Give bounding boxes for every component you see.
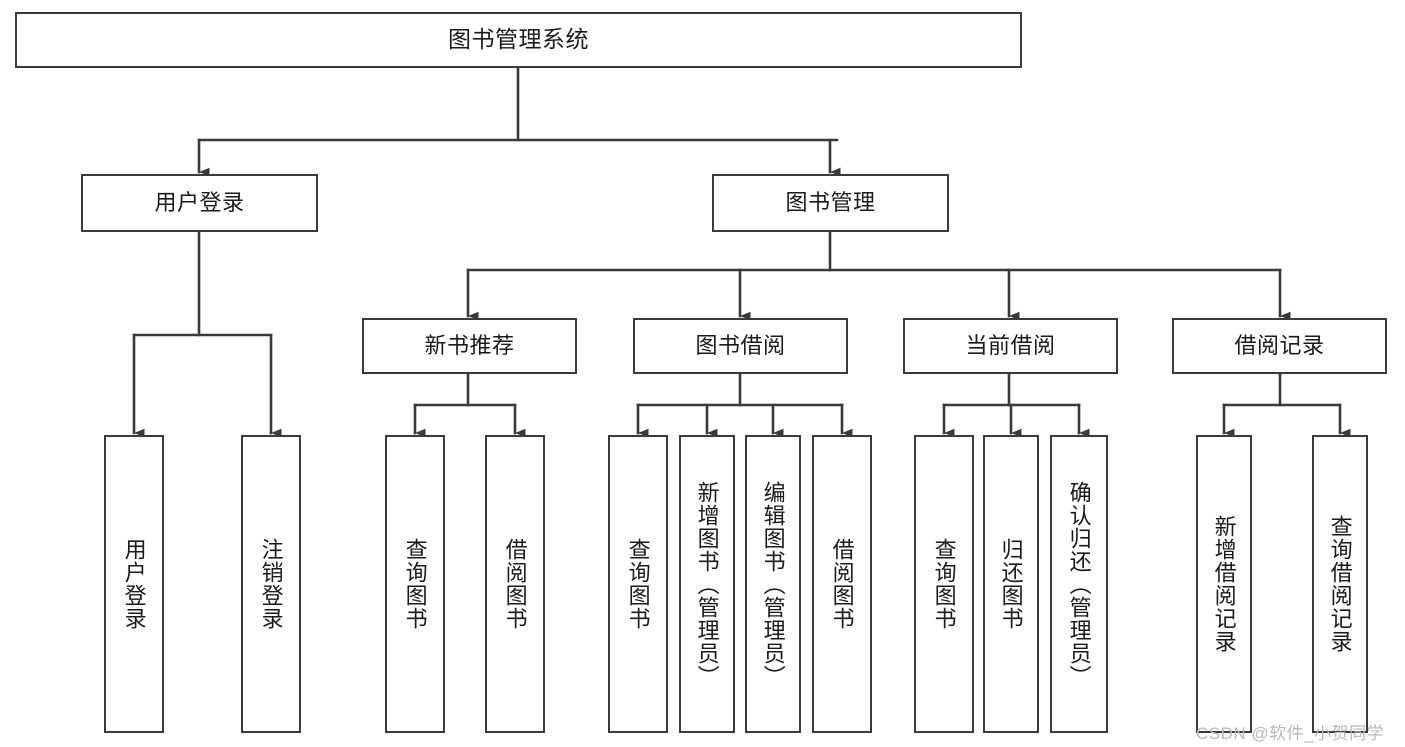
node-leaf-query-book-1-label: 查询图书 (402, 538, 428, 630)
node-root-label: 图书管理系统 (448, 26, 589, 53)
node-leaf-add-book[interactable]: 新增图书（管理员） (679, 435, 735, 733)
node-borrow-record[interactable]: 借阅记录 (1172, 318, 1387, 374)
node-leaf-add-record-label: 新增借阅记录 (1211, 515, 1237, 653)
node-leaf-return-book-label: 归还图书 (998, 538, 1024, 630)
node-book-borrow[interactable]: 图书借阅 (633, 318, 848, 374)
node-user-login[interactable]: 用户登录 (81, 174, 318, 232)
node-leaf-user-logout-label: 注销登录 (258, 538, 284, 630)
node-book-manage-label: 图书管理 (785, 190, 876, 216)
node-leaf-user-logout[interactable]: 注销登录 (241, 435, 301, 733)
node-leaf-borrow-book-2-label: 借阅图书 (829, 538, 855, 630)
node-leaf-query-book-2[interactable]: 查询图书 (608, 435, 668, 733)
node-leaf-user-login[interactable]: 用户登录 (104, 435, 164, 733)
node-user-login-label: 用户登录 (154, 190, 245, 216)
node-leaf-query-record-label: 查询借阅记录 (1327, 515, 1353, 653)
node-leaf-add-book-label: 新增图书（管理员） (694, 480, 720, 688)
node-leaf-confirm-return-label: 确认归还（管理员） (1066, 480, 1092, 688)
node-leaf-query-book-3-label: 查询图书 (931, 538, 957, 630)
node-leaf-query-book-2-label: 查询图书 (625, 538, 651, 630)
node-new-book-recommend-label: 新书推荐 (424, 333, 515, 359)
node-new-book-recommend[interactable]: 新书推荐 (362, 318, 577, 374)
node-book-manage[interactable]: 图书管理 (712, 174, 949, 232)
node-leaf-borrow-book-1[interactable]: 借阅图书 (485, 435, 545, 733)
node-current-borrow[interactable]: 当前借阅 (903, 318, 1118, 374)
node-leaf-user-login-label: 用户登录 (121, 538, 147, 630)
node-leaf-borrow-book-2[interactable]: 借阅图书 (812, 435, 872, 733)
node-leaf-edit-book-label: 编辑图书（管理员） (760, 480, 786, 688)
node-root[interactable]: 图书管理系统 (15, 12, 1022, 68)
node-leaf-return-book[interactable]: 归还图书 (983, 435, 1039, 733)
node-leaf-query-record[interactable]: 查询借阅记录 (1312, 435, 1368, 733)
node-leaf-query-book-1[interactable]: 查询图书 (385, 435, 445, 733)
node-leaf-borrow-book-1-label: 借阅图书 (502, 538, 528, 630)
node-leaf-query-book-3[interactable]: 查询图书 (914, 435, 974, 733)
node-leaf-add-record[interactable]: 新增借阅记录 (1196, 435, 1252, 733)
node-leaf-edit-book[interactable]: 编辑图书（管理员） (745, 435, 801, 733)
node-book-borrow-label: 图书借阅 (695, 333, 786, 359)
csdn-watermark: CSDN @软件_小贺同学 (1196, 724, 1385, 743)
node-current-borrow-label: 当前借阅 (965, 333, 1056, 359)
node-leaf-confirm-return[interactable]: 确认归还（管理员） (1050, 435, 1108, 733)
node-borrow-record-label: 借阅记录 (1234, 333, 1325, 359)
